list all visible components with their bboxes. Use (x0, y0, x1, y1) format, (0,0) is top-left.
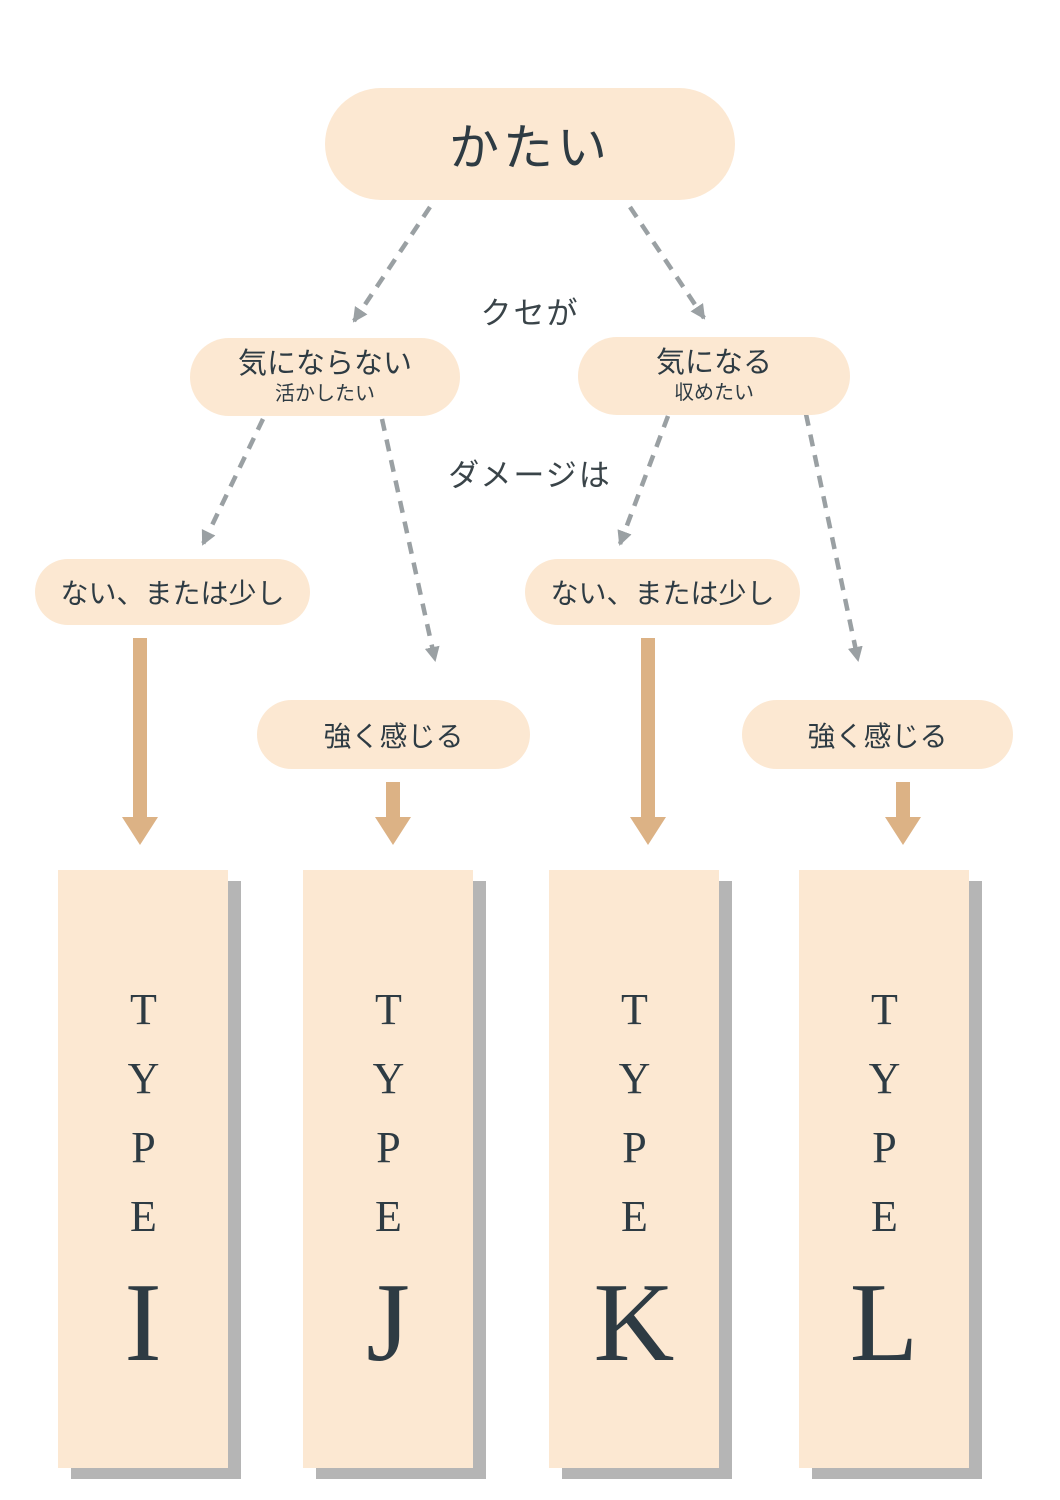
branch-sublabel: 収めたい (674, 381, 754, 404)
root-node-label: かたい (449, 120, 611, 176)
leaf-node-damage-none-right: ない、または少し (525, 559, 800, 625)
leaf-node-damage-strong-right: 強く感じる (742, 700, 1013, 769)
leaf-node-damage-strong-left: 強く感じる (257, 700, 530, 769)
type-letter: I (124, 1261, 162, 1385)
type-word: TYPE (119, 985, 168, 1261)
branch-label: 気にならない (237, 348, 412, 381)
question-damage: ダメージは (448, 458, 612, 493)
branch-node-curl-not-bothered: 気にならない 活かしたい (190, 338, 460, 416)
type-column-k: TYPE K (549, 870, 719, 1468)
type-letter: L (849, 1261, 919, 1385)
question-curl: クセが (480, 296, 580, 331)
leaf-node-damage-none-left: ない、または少し (35, 559, 310, 625)
solid-arrow-to-type-i (122, 638, 158, 845)
type-word: TYPE (364, 985, 413, 1261)
type-letter: J (366, 1261, 410, 1385)
root-node-hair-stiff: かたい (325, 88, 735, 200)
type-letter: K (593, 1261, 675, 1385)
solid-arrow-to-type-j (375, 782, 411, 845)
type-word: TYPE (860, 985, 909, 1261)
type-column-j: TYPE J (303, 870, 473, 1468)
branch-sublabel: 活かしたい (275, 382, 375, 405)
branch-node-curl-bothered: 気になる 収めたい (578, 337, 850, 415)
type-word: TYPE (610, 985, 659, 1261)
type-column-l: TYPE L (799, 870, 969, 1468)
solid-arrow-to-type-l (885, 782, 921, 845)
branch-label: 気になる (655, 347, 772, 380)
solid-arrow-to-type-k (630, 638, 666, 845)
type-column-i: TYPE I (58, 870, 228, 1468)
